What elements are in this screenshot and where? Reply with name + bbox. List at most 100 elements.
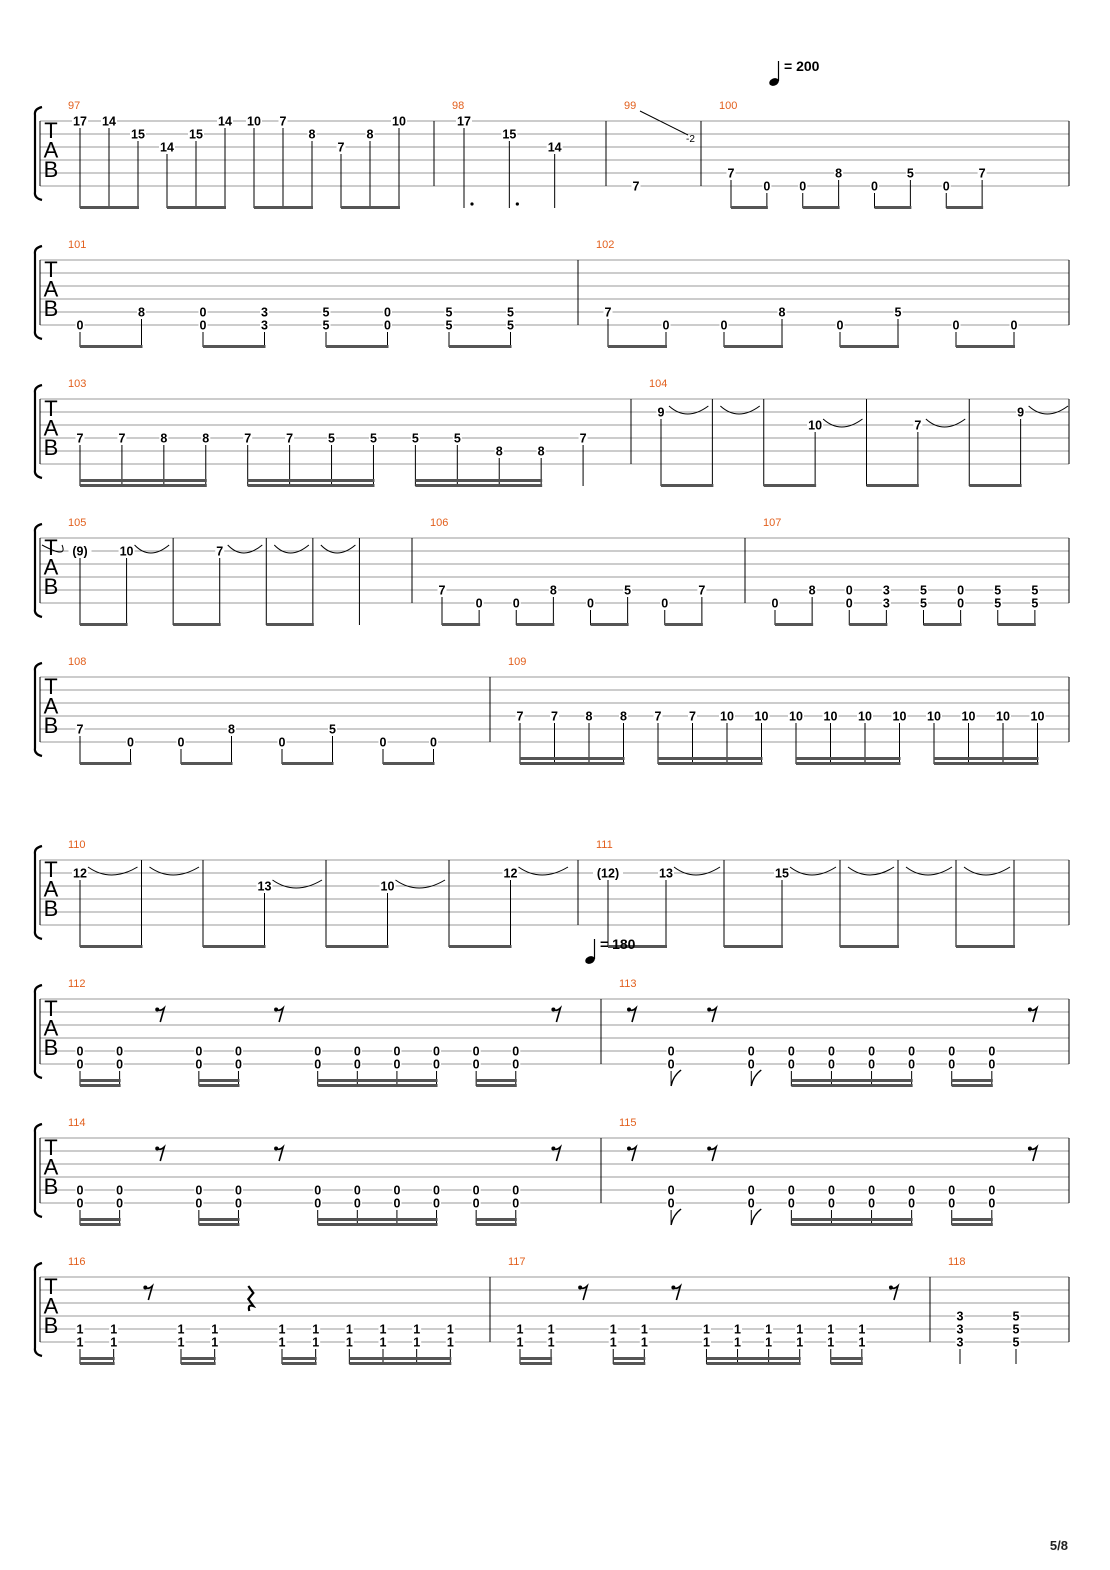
fret-backdrop [176, 736, 186, 748]
fret-number: 0 [748, 1058, 755, 1072]
fret-backdrop [891, 710, 908, 722]
tab-clef-letter: A [44, 138, 59, 163]
fret-number: 0 [763, 180, 770, 194]
tie-curve [272, 879, 323, 889]
fret-number: 0 [279, 736, 286, 750]
fret-backdrop [666, 1197, 676, 1209]
beam [520, 1362, 553, 1365]
dot-marker [470, 202, 474, 206]
beam [520, 762, 625, 765]
fret-number: 0 [663, 319, 670, 333]
fret-number: 5 [994, 597, 1001, 611]
fret-number: 8 [779, 306, 786, 320]
fret-backdrop [697, 584, 707, 596]
beam [266, 623, 314, 626]
eighth-rest-dot [578, 1285, 583, 1290]
fret-number: 5 [412, 432, 419, 446]
fret-number: 0 [948, 1045, 955, 1059]
fret-number: 1 [346, 1323, 353, 1337]
fret-backdrop [826, 1197, 836, 1209]
fret-backdrop [764, 1323, 774, 1335]
beam [167, 206, 226, 209]
fret-number: 5 [920, 584, 927, 598]
fret-number: 0 [828, 1045, 835, 1059]
beam [198, 1218, 240, 1221]
fret-backdrop [536, 445, 546, 457]
fret-number: 0 [943, 180, 950, 194]
fret-backdrop [456, 115, 472, 127]
fret-number: 0 [430, 736, 437, 750]
fret-number: 1 [765, 1336, 772, 1350]
beam [247, 479, 375, 482]
fret-backdrop [432, 1184, 442, 1196]
fret-number: 8 [809, 584, 816, 598]
fret-number: 0 [868, 1045, 875, 1059]
beam [80, 484, 207, 487]
fret-number: (9) [72, 545, 87, 559]
fret-number: 5 [329, 723, 336, 737]
fret-number: 1 [548, 1336, 555, 1350]
fret-number: 7 [244, 432, 251, 446]
fret-backdrop [115, 1184, 125, 1196]
fret-backdrop [126, 736, 135, 748]
fret-backdrop [432, 1197, 442, 1209]
tie-curve [41, 544, 64, 553]
fret-number: 0 [393, 1045, 400, 1059]
tab-clef-letter: A [44, 877, 59, 902]
fret-number: 1 [517, 1336, 524, 1350]
fret-number: 8 [367, 128, 374, 142]
beam [923, 623, 962, 626]
system-bracket [33, 244, 43, 341]
fret-number: 8 [228, 723, 235, 737]
fret-backdrop [770, 597, 780, 609]
fret-number: 1 [413, 1336, 420, 1350]
fret-backdrop [176, 1336, 186, 1348]
fret-backdrop [277, 1336, 287, 1348]
fret-backdrop [352, 1045, 362, 1057]
fret-backdrop [378, 1336, 388, 1348]
fret-number: 1 [312, 1336, 319, 1350]
fret-number: 0 [908, 1197, 915, 1211]
beam [796, 757, 901, 760]
fret-number: 0 [354, 1197, 361, 1211]
fret-backdrop [321, 306, 331, 318]
tempo-note-icon [585, 956, 595, 964]
fret-backdrop [501, 128, 518, 140]
fret-number: 1 [413, 1323, 420, 1337]
fret-backdrop [619, 710, 628, 722]
fret-number: 0 [235, 1197, 242, 1211]
fret-backdrop [75, 1336, 85, 1348]
fret-backdrop [907, 1184, 917, 1196]
tie-curve [822, 418, 863, 428]
fret-number: 7 [689, 710, 696, 724]
beam [181, 762, 233, 765]
fret-backdrop [870, 180, 879, 192]
fret-backdrop [194, 1197, 204, 1209]
fret-number: 7 [517, 710, 524, 724]
fret-backdrop [907, 1045, 917, 1057]
measure-number: 115 [619, 1117, 637, 1129]
fret-backdrop [1011, 1336, 1021, 1348]
fret-backdrop [639, 1323, 649, 1335]
tie-curve [87, 866, 138, 876]
fret-number: 0 [393, 1058, 400, 1072]
fret-number: 3 [883, 584, 890, 598]
fret-backdrop [313, 1197, 323, 1209]
beam [317, 1218, 438, 1221]
fret-backdrop [75, 723, 85, 735]
beam [791, 1084, 913, 1087]
beam [80, 1218, 121, 1221]
fret-number: 10 [1031, 710, 1045, 724]
fret-backdrop [115, 1045, 125, 1057]
fret-number: 3 [957, 1323, 964, 1337]
fret-backdrop [72, 115, 88, 127]
fret-number: 1 [641, 1336, 648, 1350]
fret-backdrop [907, 1197, 917, 1209]
beam [791, 1218, 913, 1221]
fret-number: 0 [512, 1197, 519, 1211]
fret-number: 3 [261, 306, 268, 320]
fret-backdrop [746, 1058, 756, 1070]
fret-number: 0 [908, 1045, 915, 1059]
measure-number: 109 [508, 656, 526, 668]
fret-number: 9 [658, 406, 665, 420]
